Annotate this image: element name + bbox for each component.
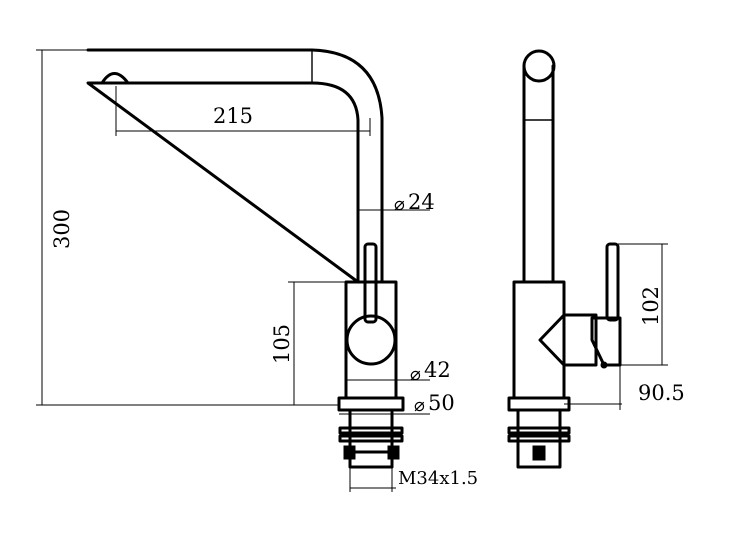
reach-label: 215 [213,104,253,128]
handle-projection-label: 90.5 [638,381,685,405]
height-label: 300 [50,209,74,249]
mount-washer-2 [338,434,404,443]
base-diameter-label: 50 [428,391,455,415]
side-cartridge [590,316,622,367]
valve-knob [345,314,397,366]
side-spout-top [522,49,556,83]
body-diameter-symbol: ⌀ [410,364,421,385]
thread-label: M34x1.5 [398,468,478,489]
mount-nut-right [387,445,400,460]
aerator [100,72,130,85]
side-base-ring [507,396,571,412]
body-diameter-label: 42 [424,358,451,382]
spout-diameter-label: 24 [408,190,435,214]
lever-handle [363,242,378,324]
mount-shank [348,408,394,469]
side-spout-column [522,64,555,284]
side-lever [605,242,620,322]
mount-washer-1 [338,426,404,435]
front-dimensions: 300 215 ⌀ 24 105 ⌀ 42 ⌀ 50 M34x1.5 [36,49,478,492]
side-mount-shank [516,408,562,469]
front-view [86,48,405,469]
handle-height-label: 102 [639,286,663,326]
side-valve-block [538,313,598,367]
body-height-label: 105 [270,324,294,364]
spout-diameter-symbol: ⌀ [394,194,405,215]
base-diameter-symbol: ⌀ [414,395,425,416]
side-dimensions: 102 90.5 [564,243,685,410]
body [344,280,398,400]
side-view [507,49,622,469]
base-ring [337,396,405,412]
spout-outline [86,48,384,284]
